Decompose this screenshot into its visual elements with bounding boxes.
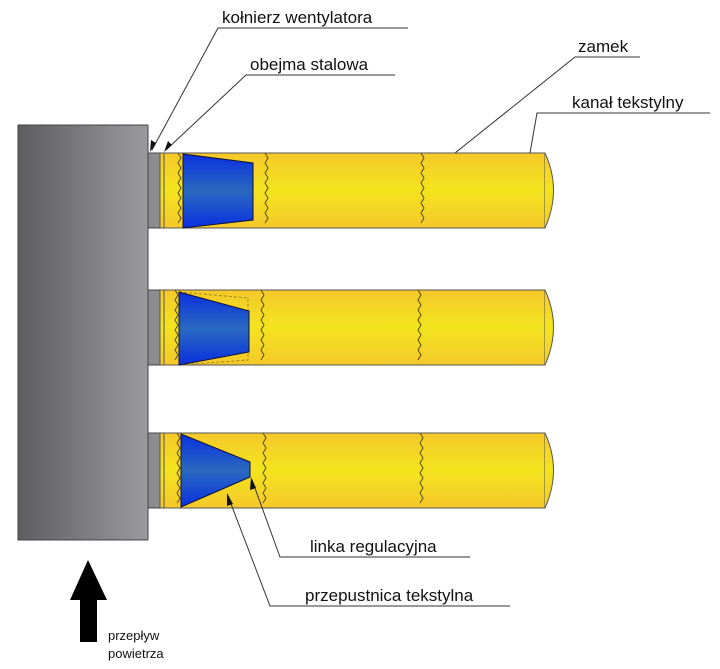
fan-housing	[17, 124, 149, 541]
damper-outline	[178, 291, 249, 366]
arrowhead-icon	[227, 493, 233, 506]
leader-zipper	[454, 56, 640, 154]
textile-damper	[180, 433, 251, 508]
zipper	[419, 432, 424, 504]
label-collar: kołnierz wentylatora	[222, 8, 373, 27]
leader-clamp	[165, 74, 395, 151]
airflow-arrow-icon	[70, 560, 107, 642]
duct-3	[147, 432, 554, 509]
arrowhead-icon	[150, 140, 156, 152]
duct-1	[147, 152, 554, 229]
leader-cord	[251, 479, 470, 558]
arrowhead-icon	[164, 141, 172, 152]
zipper	[260, 289, 265, 361]
arrowhead-icon	[250, 477, 256, 490]
duct-end-cap	[544, 152, 554, 229]
label-cord: linka regulacyjna	[310, 537, 437, 556]
fan-collar	[147, 432, 161, 509]
leader-collar	[151, 27, 408, 151]
label-duct: kanał tekstylny	[572, 93, 684, 112]
fan-collar	[147, 152, 161, 229]
label-zipper: zamek	[578, 37, 629, 56]
zipper	[417, 289, 422, 361]
leader-damper	[227, 495, 510, 607]
zipper	[264, 152, 269, 224]
label-airflow-1: przepływ	[108, 628, 160, 643]
zipper	[174, 289, 179, 361]
textile-damper	[178, 291, 250, 366]
duct-end-cap	[544, 289, 554, 366]
label-clamp: obejma stalowa	[250, 55, 369, 74]
zipper	[262, 432, 267, 504]
label-damper: przepustnica tekstylna	[305, 586, 474, 605]
leader-duct	[529, 112, 710, 154]
zipper	[420, 152, 425, 224]
textile-damper	[182, 153, 254, 229]
duct-2	[147, 289, 554, 366]
zipper	[176, 432, 181, 504]
label-airflow-2: powietrza	[108, 646, 164, 661]
fan-collar	[147, 289, 161, 366]
zipper	[177, 152, 182, 224]
duct-end-cap	[544, 432, 554, 509]
